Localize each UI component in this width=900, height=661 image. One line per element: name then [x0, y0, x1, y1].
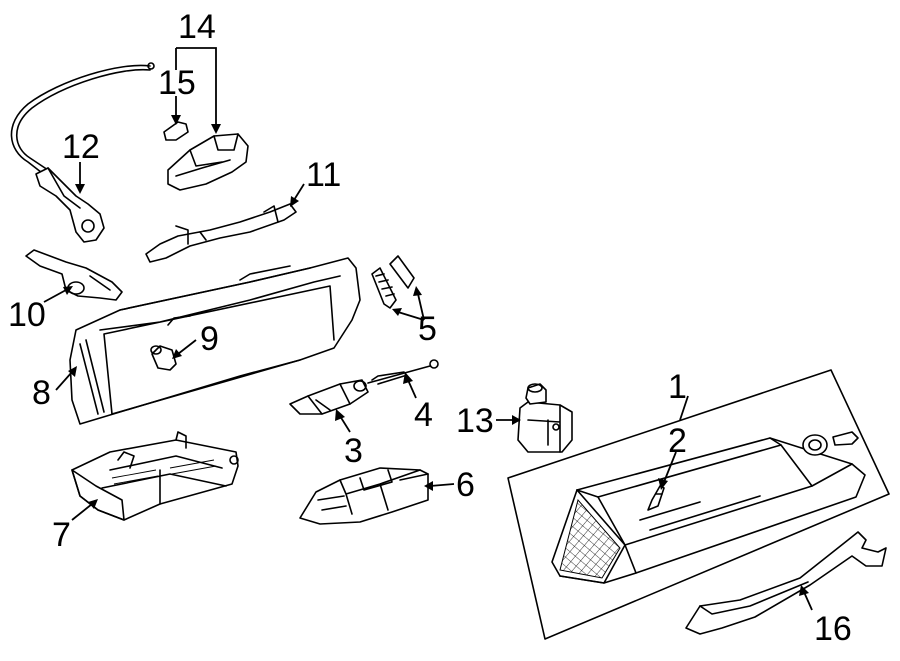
- part-14-socket: [167, 133, 249, 191]
- callout-12: 12: [62, 128, 100, 166]
- callout-13: 13: [456, 402, 494, 440]
- part-6-bracket: [299, 467, 429, 525]
- callout-14: 14: [178, 8, 216, 46]
- part-5-bumpers: [371, 255, 415, 309]
- part-13-lock-cylinder: [517, 383, 573, 453]
- callout-7: 7: [52, 516, 71, 554]
- part-11-latch-rod: [145, 203, 297, 263]
- callout-2: 2: [668, 422, 687, 460]
- part-12-cable: [10, 62, 155, 243]
- callout-labels: 1 2 3 4 5 6 7 8 9 10 11 12 13 14 15 16: [8, 8, 852, 648]
- leader-lines: [43, 47, 813, 611]
- callout-11: 11: [306, 156, 341, 194]
- callout-1: 1: [668, 368, 687, 406]
- callout-10: 10: [8, 296, 46, 334]
- callout-16: 16: [814, 610, 852, 648]
- part-4-strut: [367, 359, 439, 385]
- callout-4: 4: [414, 396, 433, 434]
- callout-6: 6: [456, 466, 475, 504]
- part-9-bumper: [150, 345, 177, 371]
- callout-3: 3: [344, 432, 363, 470]
- callout-9: 9: [200, 320, 219, 358]
- callout-8: 8: [32, 374, 51, 412]
- part-3-damper: [289, 379, 369, 415]
- part-8-door: [69, 257, 361, 425]
- part-10-hinge: [25, 249, 123, 301]
- callout-5: 5: [418, 310, 437, 348]
- callout-15: 15: [158, 64, 196, 102]
- part-1-glove-box: [507, 369, 890, 640]
- part-16-support-bracket: [685, 531, 887, 635]
- part-15-bulb: [163, 121, 189, 141]
- part-2-striker: [647, 485, 665, 511]
- part-7-tray: [71, 431, 239, 521]
